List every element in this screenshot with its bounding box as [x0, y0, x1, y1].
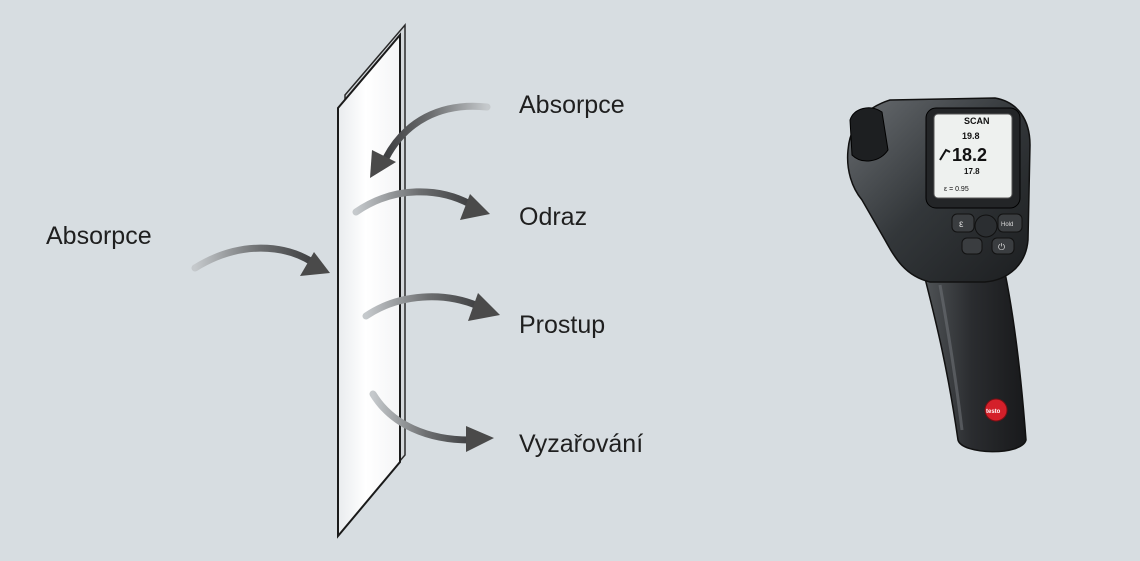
- display-mode: SCAN: [964, 116, 990, 126]
- absorption-top-arrow: [370, 102, 491, 178]
- sensor-nose: [849, 107, 889, 162]
- label-absorption-top: Absorpce: [519, 91, 625, 119]
- device-display: [933, 113, 1013, 199]
- display-emissivity: ε = 0.95: [944, 186, 969, 193]
- hold-button[interactable]: [997, 213, 1023, 233]
- lock-button[interactable]: [961, 237, 983, 255]
- emission-arrow: [369, 390, 494, 452]
- emissivity-button[interactable]: [951, 213, 975, 233]
- power-button[interactable]: [991, 237, 1015, 255]
- display-main-reading: 18.2: [952, 145, 987, 165]
- display-upper-reading: 19.8: [962, 131, 980, 141]
- brand-logo: [984, 398, 1008, 422]
- nav-button[interactable]: [974, 214, 998, 238]
- svg-text:testo: testo: [986, 409, 1001, 415]
- absorption-left-arrow: [191, 244, 330, 276]
- display-lower-reading: 17.8: [964, 167, 980, 176]
- transmission-arrow: [362, 293, 500, 321]
- glass-pane: [337, 22, 406, 539]
- reflection-arrow: [352, 188, 490, 220]
- label-reflection: Odraz: [519, 203, 588, 231]
- label-emission: Vyzařování: [519, 430, 644, 458]
- svg-text:⏻: ⏻: [998, 242, 1005, 253]
- svg-text:ε: ε: [959, 219, 964, 230]
- svg-text:Hold: Hold: [1001, 222, 1013, 228]
- label-transmission: Prostup: [519, 311, 606, 339]
- infrared-thermometer: SCAN 19.8 18.2 17.8 ε = 0.95 ε Hold ⏻ te…: [846, 97, 1031, 453]
- label-absorption-left: Absorpce: [46, 222, 152, 250]
- thermometer-icon: [939, 148, 951, 161]
